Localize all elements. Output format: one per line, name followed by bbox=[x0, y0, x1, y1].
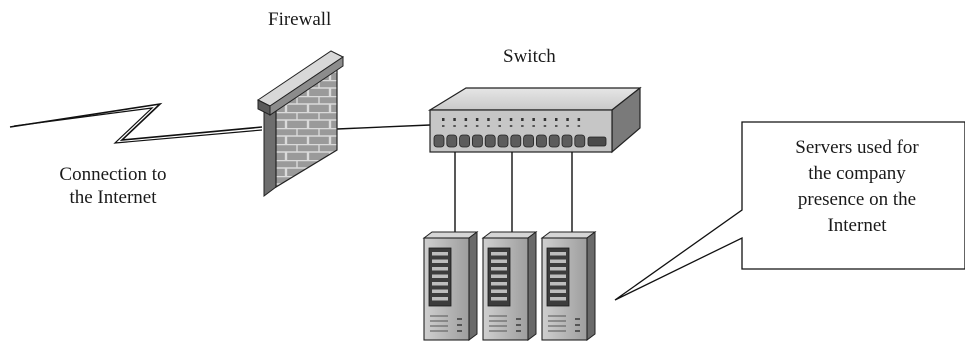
switch-led bbox=[555, 125, 558, 127]
connection-label: Connection to the Internet bbox=[18, 163, 208, 209]
switch-led bbox=[464, 118, 468, 121]
servers-callout bbox=[614, 121, 965, 301]
switch-port bbox=[459, 134, 471, 148]
switch-icon bbox=[427, 86, 642, 154]
switch-led bbox=[498, 125, 501, 127]
firewall-icon bbox=[257, 50, 344, 197]
server-tower-icon bbox=[540, 231, 597, 341]
uplink-port bbox=[587, 136, 607, 147]
switch-port bbox=[471, 134, 483, 148]
firewall-switch-link bbox=[336, 124, 431, 130]
switch-led bbox=[543, 118, 547, 121]
switch-led bbox=[464, 125, 468, 127]
switch-port bbox=[446, 134, 458, 148]
switch-led bbox=[521, 118, 524, 121]
server-tower-icon bbox=[481, 231, 538, 341]
switch-led bbox=[475, 118, 479, 121]
connection-label-line2: the Internet bbox=[69, 187, 157, 208]
switch-port bbox=[574, 134, 586, 148]
internet-connection-bolt bbox=[9, 102, 263, 142]
switch-led bbox=[555, 118, 558, 121]
switch-led bbox=[577, 118, 581, 121]
firewall-label: Firewall bbox=[268, 9, 332, 30]
servers-callout-line3: presence on the bbox=[797, 189, 917, 210]
switch-led bbox=[532, 118, 535, 121]
switch-port bbox=[510, 134, 522, 148]
switch-led bbox=[566, 118, 569, 121]
servers-callout-line1: Servers used for bbox=[795, 137, 919, 158]
switch-led bbox=[577, 125, 581, 127]
connection-label-line1: Connection to bbox=[59, 164, 167, 185]
switch-led bbox=[487, 118, 490, 121]
switch-label: Switch bbox=[503, 46, 556, 67]
switch-port bbox=[548, 134, 560, 148]
switch-port bbox=[523, 134, 534, 148]
switch-led bbox=[566, 125, 569, 127]
switch-led bbox=[442, 118, 445, 121]
internet-connection-bolt-inner bbox=[13, 107, 263, 144]
switch-led bbox=[509, 118, 513, 121]
switch-led bbox=[475, 125, 479, 127]
switch-port bbox=[497, 134, 509, 148]
switch-port bbox=[484, 134, 496, 148]
servers-callout-line2: the company bbox=[808, 163, 906, 184]
switch-port bbox=[536, 134, 547, 148]
switch-led bbox=[521, 125, 524, 127]
switch-led bbox=[543, 125, 547, 127]
switch-led bbox=[498, 118, 501, 121]
switch-led bbox=[532, 125, 535, 127]
switch-led bbox=[487, 125, 490, 127]
switch-port bbox=[433, 134, 445, 148]
switch-led bbox=[442, 125, 445, 127]
switch-ports bbox=[433, 134, 586, 148]
servers-callout-line4: Internet bbox=[827, 215, 887, 236]
server-group bbox=[422, 231, 597, 341]
switch-led bbox=[509, 125, 513, 127]
switch-port bbox=[561, 134, 573, 148]
server-tower-icon bbox=[422, 231, 479, 341]
servers-callout-text: Servers used for the company presence on… bbox=[752, 135, 962, 239]
switch-led bbox=[453, 118, 456, 121]
switch-leds bbox=[442, 118, 581, 127]
switch-led bbox=[453, 125, 456, 127]
